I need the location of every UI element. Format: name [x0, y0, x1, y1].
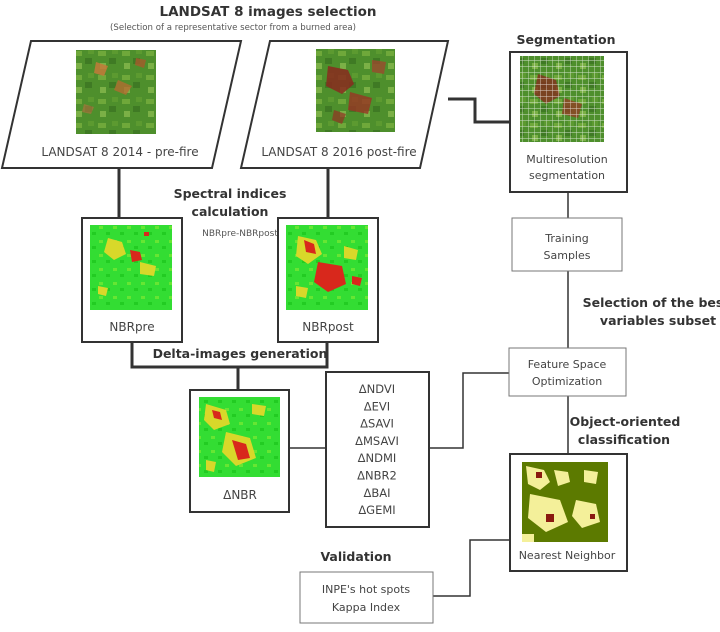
- feature-space-line2: Optimization: [532, 375, 602, 388]
- nbrpost-image: [286, 225, 368, 310]
- segmentation-image: [520, 56, 604, 142]
- prefire-image-panel: LANDSAT 8 2014 - pre-fire: [0, 40, 243, 169]
- segmentation-label-line2: segmentation: [529, 169, 605, 182]
- classification-box: Nearest Neighbor: [509, 453, 628, 572]
- dnbr-image: [199, 397, 280, 477]
- header-subtitle: (Selection of a representative sector fr…: [110, 23, 356, 33]
- postfire-label: LANDSAT 8 2016 post-fire: [261, 145, 416, 159]
- index-item: ΔBAI: [363, 486, 390, 500]
- training-line1: Training: [544, 232, 588, 245]
- segmentation-title: Segmentation: [517, 32, 616, 47]
- postfire-satellite-image: [316, 49, 395, 132]
- classification-label: Nearest Neighbor: [519, 549, 616, 562]
- delta-title: Delta-images generation: [153, 346, 328, 361]
- classification-image: [522, 462, 608, 542]
- connectors: [117, 97, 569, 597]
- index-item: ΔGEMI: [358, 503, 395, 517]
- nbrpre-box: NBRpre: [81, 217, 183, 343]
- prefire-label: LANDSAT 8 2014 - pre-fire: [41, 145, 198, 159]
- validation-box: INPE's hot spots Kappa Index: [299, 571, 434, 624]
- validation-line1: INPE's hot spots: [322, 583, 411, 596]
- feature-space-box: Feature Space Optimization: [508, 347, 627, 397]
- training-samples-box: Training Samples: [511, 217, 623, 272]
- index-item: ΔEVI: [364, 399, 390, 413]
- spectral-title-line1: Spectral indices: [174, 186, 287, 201]
- classification-title-line1: Object-oriented: [570, 414, 681, 429]
- index-item: ΔNDVI: [359, 382, 395, 396]
- index-item: ΔNDMI: [358, 451, 397, 465]
- segmentation-box: Multiresolution segmentation: [509, 51, 628, 193]
- index-item: ΔMSAVI: [355, 434, 399, 448]
- connector-classification-to-validation: [433, 539, 510, 597]
- validation-line2: Kappa Index: [332, 601, 401, 614]
- nbrpost-box: NBRpost: [277, 217, 379, 343]
- feature-space-line1: Feature Space: [528, 358, 607, 371]
- connector-nbr-to-dnbr: [130, 342, 329, 390]
- dnbr-box: ΔNBR: [189, 389, 290, 513]
- segmentation-label-line1: Multiresolution: [526, 153, 608, 166]
- nbrpre-image: [90, 225, 172, 310]
- selection-title-line1: Selection of the best: [583, 295, 720, 310]
- nbrpre-label: NBRpre: [109, 320, 154, 334]
- dnbr-label: ΔNBR: [223, 488, 257, 502]
- nbrpost-label: NBRpost: [302, 320, 354, 334]
- connector-postfire-to-segmentation: [448, 97, 510, 124]
- index-item: ΔSAVI: [360, 417, 394, 431]
- index-item: ΔNBR2: [357, 469, 397, 483]
- training-line2: Samples: [544, 249, 591, 262]
- validation-title: Validation: [320, 549, 391, 564]
- selection-title-line2: variables subset: [600, 313, 716, 328]
- classification-title-line2: classification: [578, 432, 670, 447]
- prefire-satellite-image: [76, 50, 156, 134]
- postfire-image-panel: LANDSAT 8 2016 post-fire: [239, 40, 450, 169]
- connector-indices-to-featurespace: [429, 372, 509, 449]
- header-title: LANDSAT 8 images selection: [160, 4, 377, 20]
- spectral-title-line2: calculation: [192, 204, 269, 219]
- spectral-note: NBRpre-NBRpost: [202, 229, 278, 239]
